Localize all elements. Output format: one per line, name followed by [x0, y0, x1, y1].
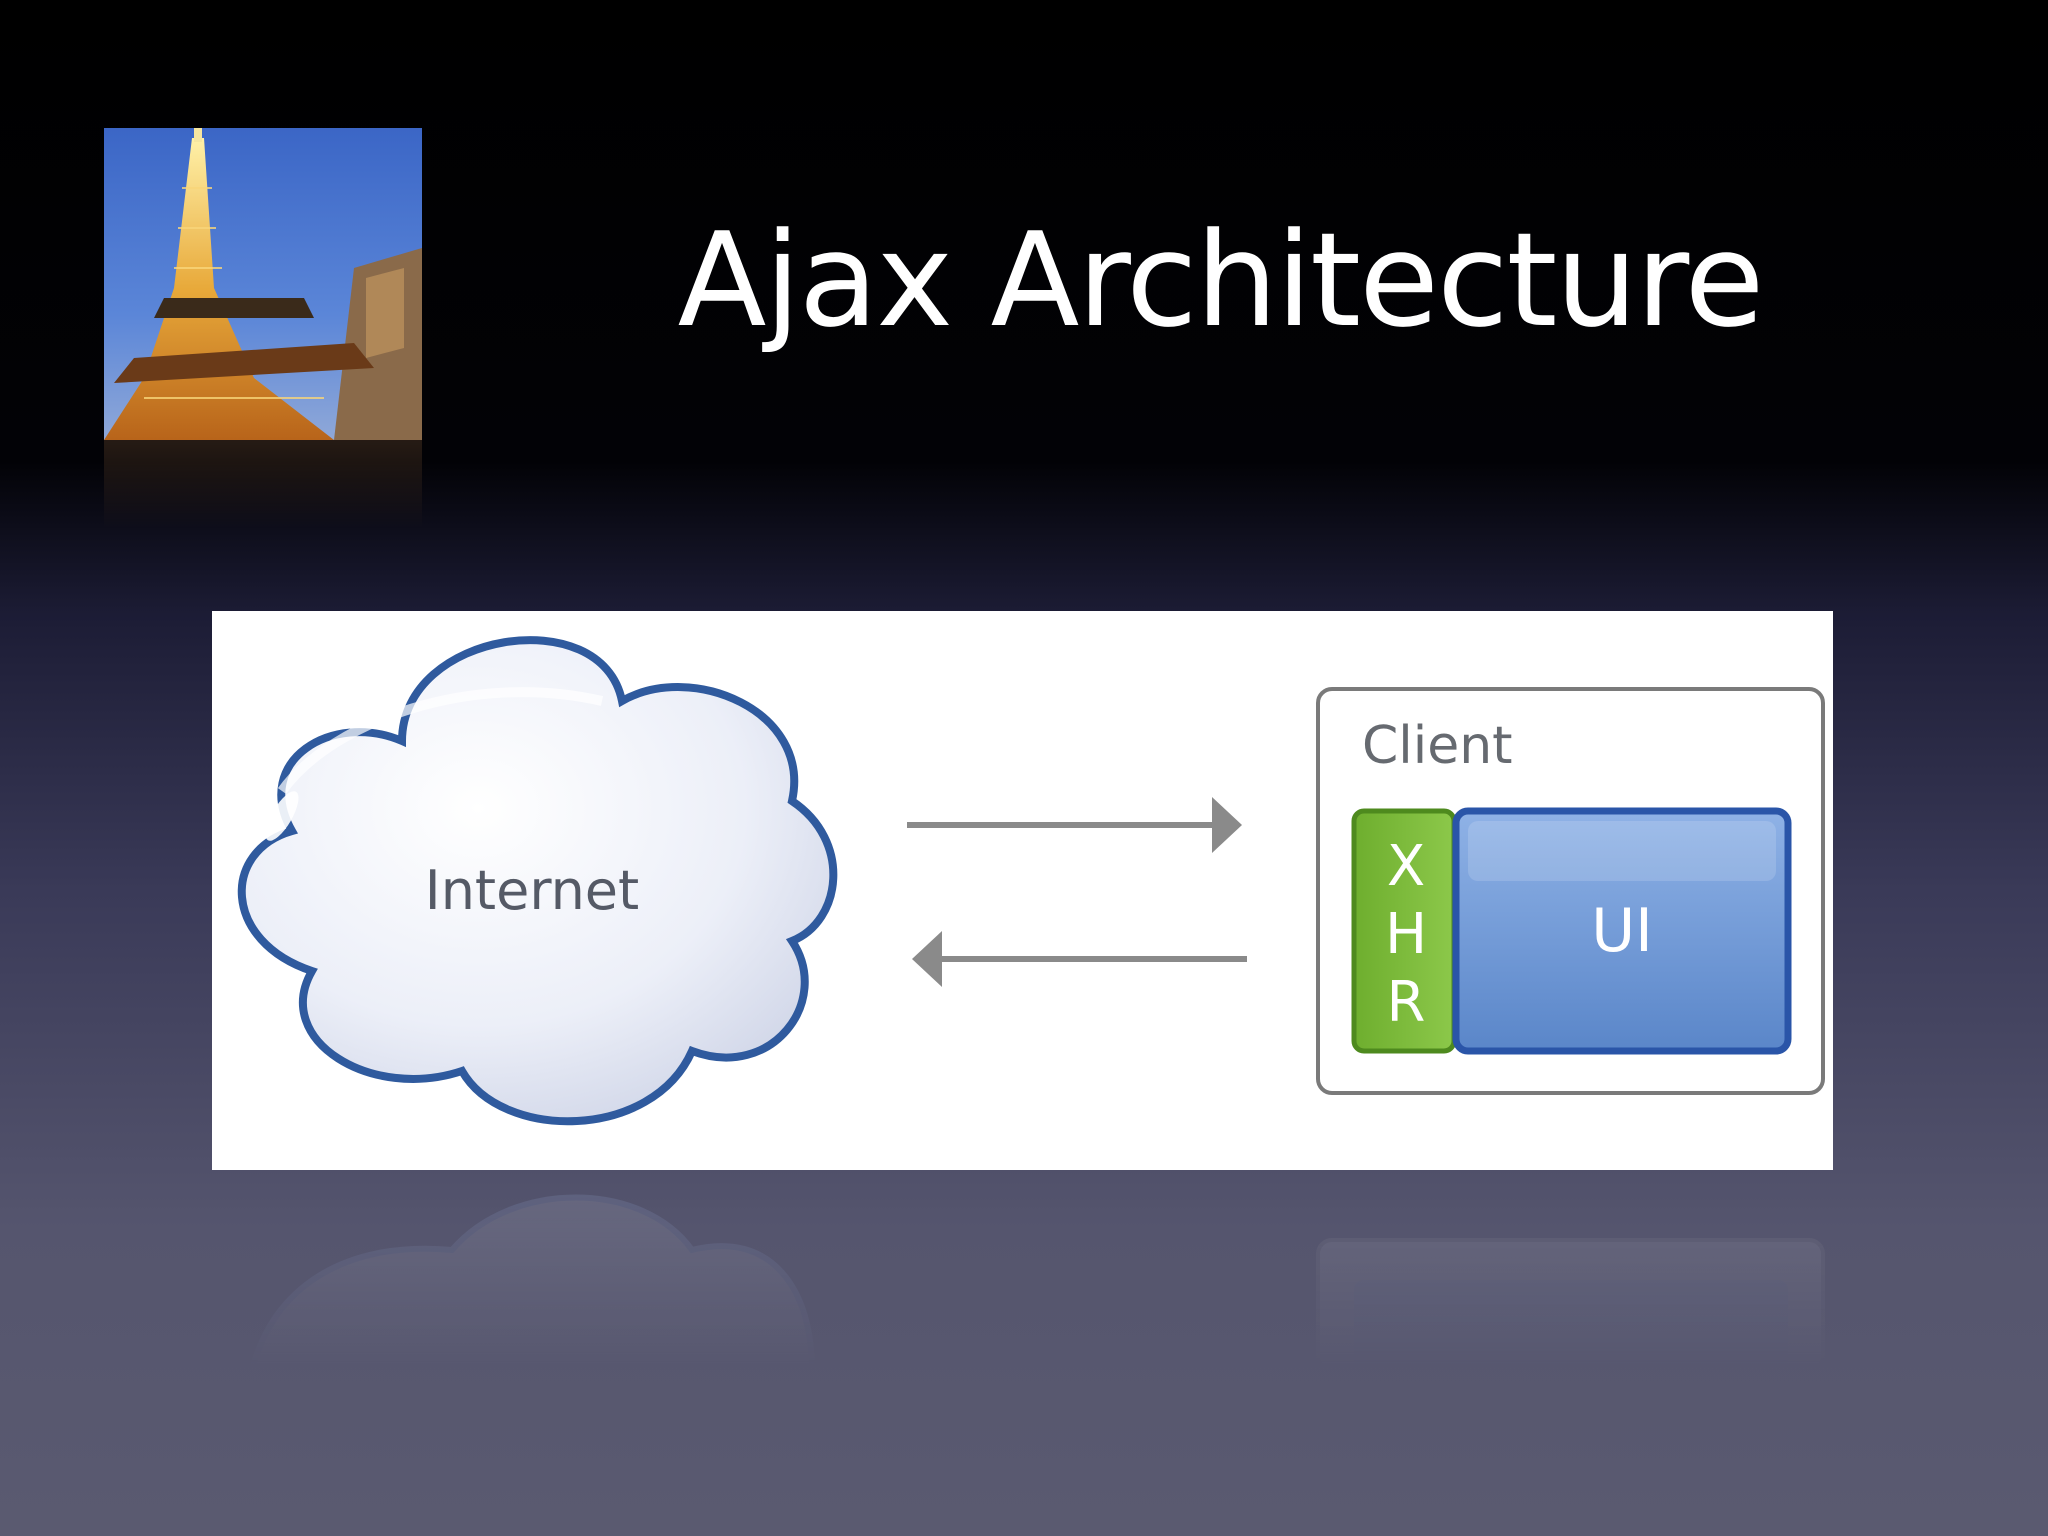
xhr-letter-r: R: [1387, 970, 1426, 1035]
eiffel-tower-icon: [104, 128, 422, 440]
ui-label: UI: [1591, 896, 1653, 966]
eiffel-tower-thumbnail: [104, 128, 422, 440]
client-box: Client X H R UI: [1316, 687, 1825, 1095]
diagram-reflection: [212, 1170, 1833, 1370]
xhr-letter-x: X: [1387, 834, 1425, 899]
internet-cloud: Internet: [237, 636, 838, 1126]
slide-title: Ajax Architecture: [677, 204, 1765, 356]
ajax-architecture-diagram: Internet Client X H R: [212, 611, 1833, 1170]
xhr-letter-h: H: [1385, 902, 1427, 967]
client-label: Client: [1362, 716, 1513, 776]
arrow-right-icon: [907, 797, 1242, 853]
diagram-svg: Internet Client X H R: [237, 636, 1825, 1126]
internet-label: Internet: [425, 859, 639, 922]
ui-block: [1452, 807, 1792, 1055]
thumbnail-reflection: [104, 440, 422, 530]
arrow-left-icon: [912, 931, 1247, 987]
